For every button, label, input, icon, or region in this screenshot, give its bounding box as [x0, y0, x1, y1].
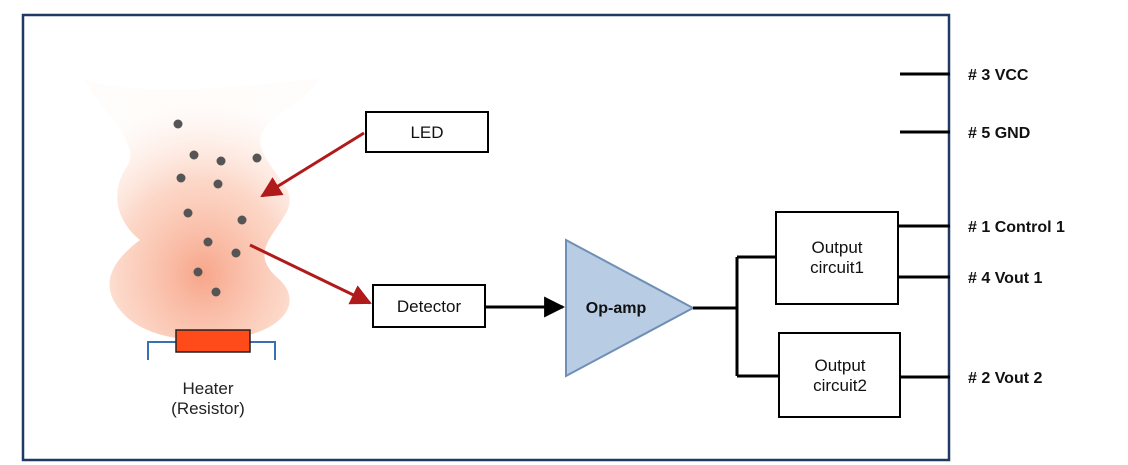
smoke-particle: [237, 215, 247, 225]
heater-sublabel: (Resistor): [171, 399, 245, 418]
scatter-arrow: [249, 243, 372, 305]
detector-label: Detector: [397, 297, 462, 316]
output-circuit1-sublabel: circuit1: [810, 258, 864, 277]
led-emission-arrow: [260, 131, 365, 198]
led-label: LED: [410, 123, 443, 142]
smoke-particle: [203, 237, 213, 247]
smoke-particle: [213, 179, 223, 189]
smoke-particle: [193, 267, 203, 277]
heater-resistor: [175, 329, 251, 353]
smoke-particle: [211, 287, 221, 297]
smoke-particle: [231, 248, 241, 258]
output-circuit1-block: [775, 211, 899, 305]
output-circuit1-label: Output: [811, 238, 862, 257]
output-circuit2-label: Output: [814, 356, 865, 375]
pin-label-vout2: # 2 Vout 2: [968, 370, 1042, 387]
opamp-triangle: [565, 238, 696, 378]
pin-label-control1: # 1 Control 1: [968, 219, 1065, 236]
output-circuit2-sublabel: circuit2: [813, 376, 867, 395]
pin-label-vout1: # 4 Vout 1: [968, 270, 1042, 287]
output-circuit2-block: [778, 332, 901, 418]
smoke-particle: [252, 153, 262, 163]
opamp-label: Op-amp: [586, 300, 647, 317]
heater-label: Heater: [182, 379, 233, 398]
pin-label-vcc: # 3 VCC: [968, 67, 1029, 84]
pin-leads: [898, 72, 950, 379]
smoke-particle: [183, 208, 193, 218]
smoke-particle: [189, 150, 199, 160]
opamp-output-bus: [693, 255, 779, 378]
pin-label-gnd: # 5 GND: [968, 125, 1030, 142]
smoke-particle: [173, 119, 183, 129]
led-block: [365, 111, 489, 153]
smoke-particle: [216, 156, 226, 166]
smoke-particle: [176, 173, 186, 183]
smoke-particles: [173, 119, 262, 297]
smoke-cloud: [85, 78, 320, 341]
